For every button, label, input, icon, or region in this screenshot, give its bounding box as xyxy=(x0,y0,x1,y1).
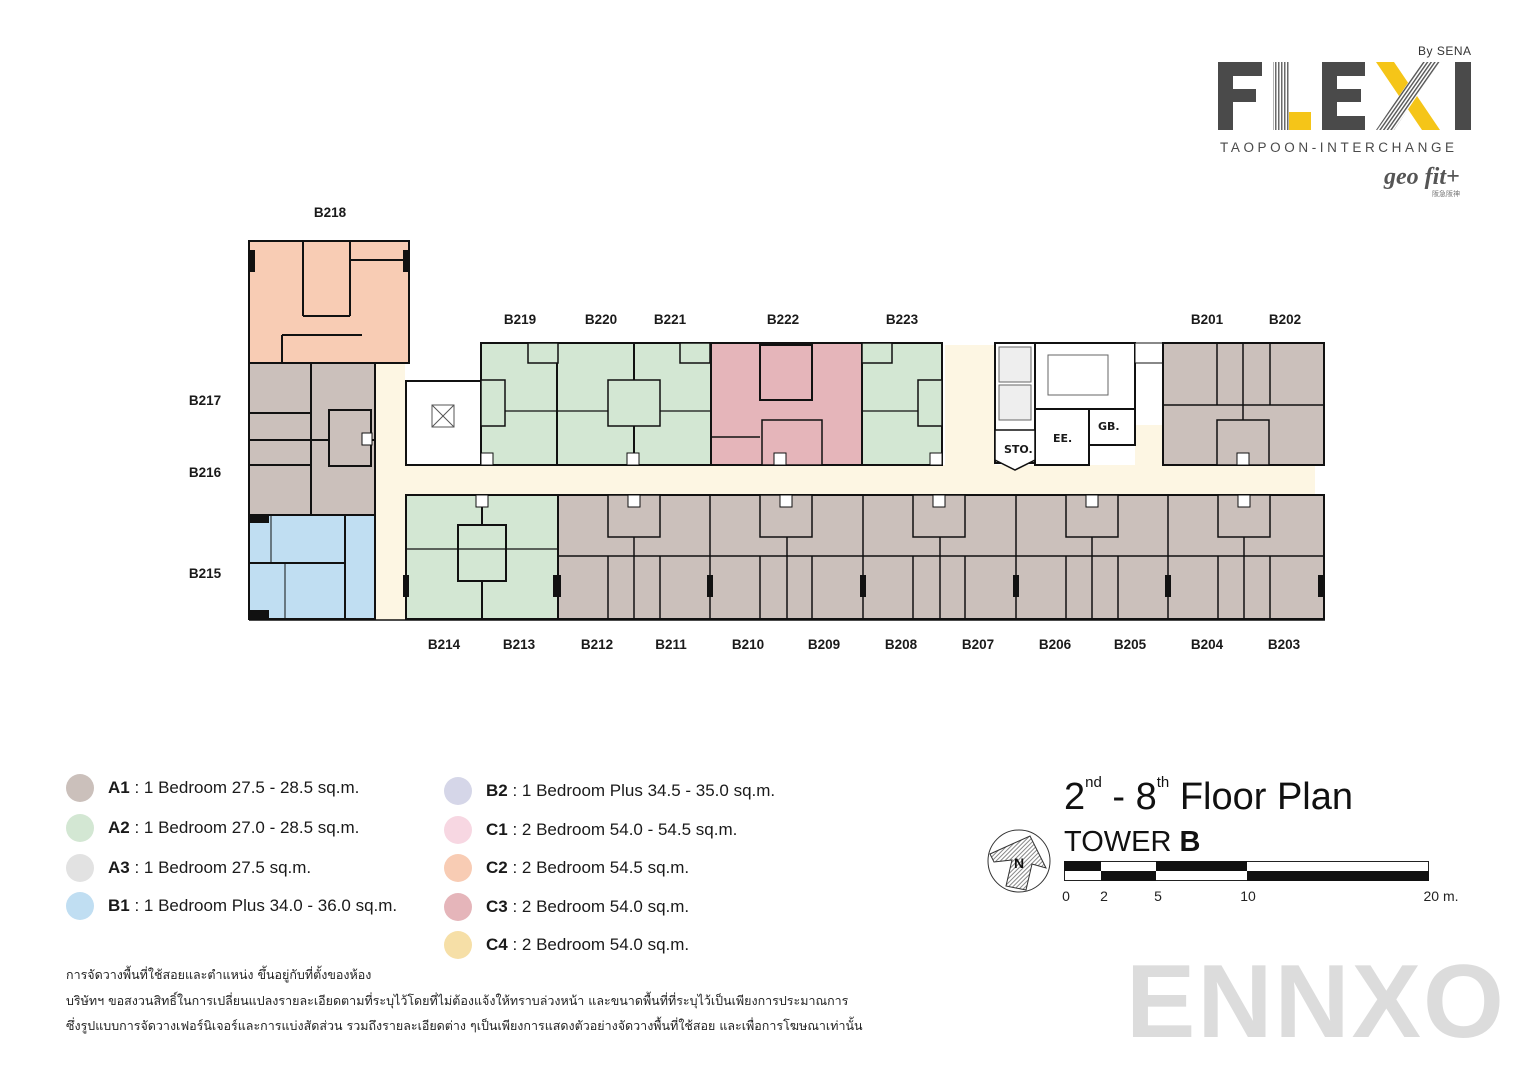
room-electrical-label: EE. xyxy=(1053,432,1073,445)
units-b219-b221[interactable] xyxy=(480,342,712,466)
service-core xyxy=(994,342,1164,471)
unit-label-b202: B202 xyxy=(1268,312,1302,327)
room-garbage-label: GB. xyxy=(1098,420,1120,433)
unit-label-b216: B216 xyxy=(188,465,222,480)
unit-label-b213: B213 xyxy=(502,637,536,652)
scale-bar xyxy=(1064,861,1429,881)
unit-label-b205: B205 xyxy=(1113,637,1147,652)
unit-label-b221: B221 xyxy=(653,312,687,327)
swatch-icon xyxy=(444,893,472,921)
legend-item-c4: C4 : 2 Bedroom 54.0 sq.m. xyxy=(444,930,689,960)
floor-plan: STO. EE. GB. B218 B219 B220 B221 B222 B2… xyxy=(188,205,1325,652)
unit-label-b214: B214 xyxy=(427,637,461,652)
watermark: ENNXO xyxy=(1126,944,1506,1060)
unit-b223[interactable] xyxy=(861,342,943,466)
unit-label-b223: B223 xyxy=(885,312,919,327)
unit-b215[interactable] xyxy=(248,514,376,620)
units-b212-b203[interactable] xyxy=(555,494,1325,620)
unit-label-b211: B211 xyxy=(655,637,687,652)
legend-item-a2: A2 : 1 Bedroom 27.0 - 28.5 sq.m. xyxy=(66,813,359,843)
swatch-icon xyxy=(66,774,94,802)
north-arrow-icon: N xyxy=(987,829,1051,893)
unit-label-b206: B206 xyxy=(1038,637,1072,652)
stair-core-left xyxy=(405,380,482,466)
unit-label-b219: B219 xyxy=(503,312,537,327)
swatch-icon xyxy=(444,854,472,882)
units-b214-b213[interactable] xyxy=(403,494,559,620)
unit-label-b207: B207 xyxy=(961,637,995,652)
unit-label-b201: B201 xyxy=(1190,312,1224,327)
swatch-icon xyxy=(444,777,472,805)
unit-label-b222: B222 xyxy=(766,312,800,327)
legend-item-b2: B2 : 1 Bedroom Plus 34.5 - 35.0 sq.m. xyxy=(444,776,775,806)
legend-item-c3: C3 : 2 Bedroom 54.0 sq.m. xyxy=(444,892,689,922)
swatch-icon xyxy=(444,931,472,959)
units-b201-b202[interactable] xyxy=(1162,342,1325,466)
scale-tick-5: 5 xyxy=(1154,888,1162,904)
swatch-icon xyxy=(66,814,94,842)
unit-label-b217: B217 xyxy=(188,393,222,408)
scale-tick-10: 10 xyxy=(1240,888,1256,904)
disclaimer-line-3: ซึ่งรูปแบบการจัดวางเฟอร์นิเจอร์และการแบ่… xyxy=(66,1018,863,1033)
flexi-logo-icon xyxy=(1218,62,1471,130)
legend-item-a1: A1 : 1 Bedroom 27.5 - 28.5 sq.m. xyxy=(66,773,359,803)
unit-label-b204: B204 xyxy=(1190,637,1224,652)
unit-label-b209: B209 xyxy=(807,637,841,652)
geofit-logo-sub: 阪急阪神 xyxy=(1432,190,1460,198)
room-storage-label: STO. xyxy=(1004,443,1033,456)
unit-b218[interactable] xyxy=(248,240,410,364)
swatch-icon xyxy=(66,854,94,882)
disclaimer-line-2: บริษัทฯ ขอสงวนสิทธิ์ในการเปลี่ยนแปลงรายล… xyxy=(66,993,849,1008)
scale-tick-0: 0 xyxy=(1062,888,1070,904)
swatch-icon xyxy=(444,816,472,844)
disclaimer-line-1: การจัดวางพื้นที่ใช้สอยและตำแหน่ง ขึ้นอยู… xyxy=(66,967,372,982)
unit-label-b220: B220 xyxy=(584,312,618,327)
svg-text:N: N xyxy=(1014,855,1024,871)
geofit-logo: geo fit+ xyxy=(1384,164,1460,190)
swatch-icon xyxy=(66,892,94,920)
tower-title: TOWER B xyxy=(1064,826,1201,858)
legend-item-b1: B1 : 1 Bedroom Plus 34.0 - 36.0 sq.m. xyxy=(66,891,397,921)
legend-item-a3: A3 : 1 Bedroom 27.5 sq.m. xyxy=(66,853,311,883)
logo-subtitle: TAOPOON-INTERCHANGE xyxy=(1220,140,1458,155)
unit-label-b203: B203 xyxy=(1267,637,1301,652)
scale-tick-20: 20 m. xyxy=(1423,888,1459,904)
unit-b222[interactable] xyxy=(710,342,863,466)
legend-item-c2: C2 : 2 Bedroom 54.5 sq.m. xyxy=(444,853,689,883)
floor-plan-drawing xyxy=(248,240,1325,621)
unit-label-b210: B210 xyxy=(731,637,765,652)
unit-label-b215: B215 xyxy=(188,566,222,581)
floor-plan-title: 2nd - 8th Floor Plan xyxy=(1064,774,1354,818)
unit-b217-b216[interactable] xyxy=(248,362,376,516)
scale-tick-2: 2 xyxy=(1100,888,1108,904)
unit-label-b218: B218 xyxy=(313,205,347,220)
unit-label-b212: B212 xyxy=(580,637,614,652)
legend-item-c1: C1 : 2 Bedroom 54.0 - 54.5 sq.m. xyxy=(444,815,737,845)
unit-label-b208: B208 xyxy=(884,637,918,652)
logo-by-sena: By SENA xyxy=(1418,44,1472,58)
